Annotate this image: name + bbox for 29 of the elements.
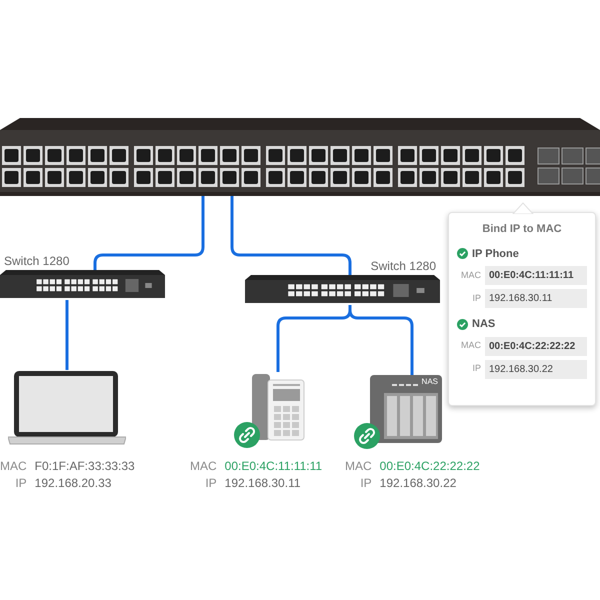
ip-address: 192.168.30.22 [380, 475, 458, 492]
panel-title: Bind IP to MAC [482, 223, 562, 235]
ip-field: 192.168.30.11 [485, 289, 587, 308]
field-label: IP [471, 362, 481, 376]
field-label: IP [204, 475, 217, 492]
mac-address: 00:E0:4C:22:22:22 [380, 458, 481, 475]
mac-address: F0:1F:AF:33:33:33 [34, 458, 136, 475]
network-cable [66, 300, 68, 370]
field-label: IP [471, 292, 481, 305]
network-cable [94, 196, 204, 270]
device-label: NAS [422, 377, 438, 387]
mac-field: 00:E0:4C:11:11:11 [485, 266, 587, 285]
field-label: MAC [460, 339, 481, 352]
mac-field: 00:E0:4C:22:22:22 [485, 336, 587, 356]
field-label: MAC [345, 458, 372, 475]
field-label: IP [14, 475, 27, 492]
network-cable [348, 305, 414, 375]
ip-field: 192.168.30.22 [485, 360, 587, 378]
field-label: MAC [460, 268, 481, 282]
field-label: MAC [0, 458, 27, 475]
device-label: Switch 1280 [370, 258, 436, 275]
mac-address: 00:E0:4C:11:11:11 [224, 458, 324, 475]
device-name: IP Phone [472, 246, 519, 262]
ip-address: 192.168.30.11 [224, 475, 302, 492]
field-label: IP [359, 475, 372, 492]
device-label: Switch 1280 [4, 253, 70, 270]
ip-address: 192.168.20.33 [34, 475, 112, 492]
device-name: NAS [472, 317, 496, 332]
field-label: MAC [190, 458, 217, 475]
